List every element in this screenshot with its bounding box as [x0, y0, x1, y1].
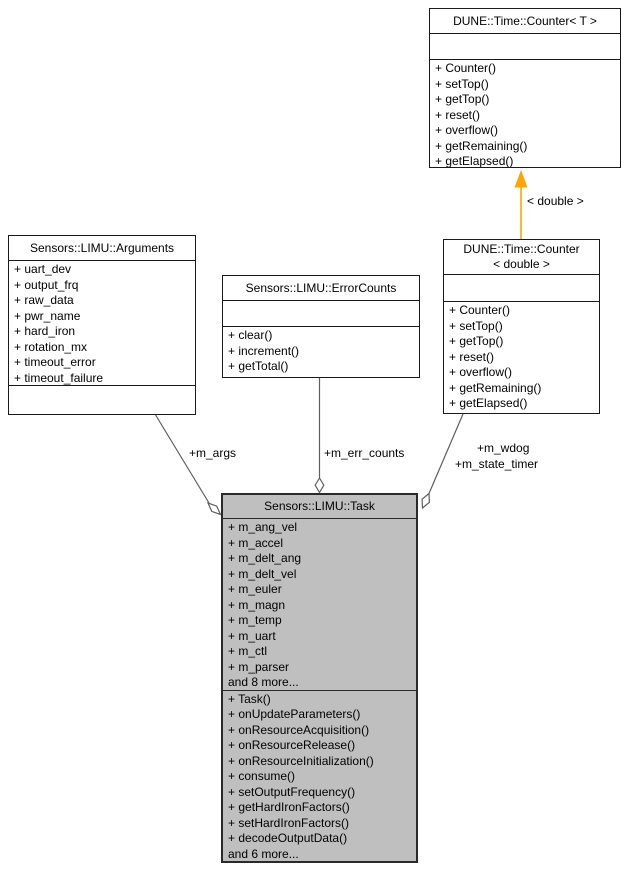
member-row: + onResourceAcquisition()	[228, 722, 370, 737]
member-row: + m_ang_vel	[228, 520, 298, 534]
methods-section: + Counter()+ setTop()+ getTop()+ reset()…	[444, 301, 599, 413]
member-row: + increment()	[228, 343, 300, 358]
methods-section: + Counter()+ setTop()+ getTop()+ reset()…	[430, 59, 620, 167]
member-row: + onResourceInitialization()	[228, 753, 374, 768]
member-row: + getTotal()	[228, 359, 289, 373]
member-row: + m_delt_ang	[228, 551, 302, 565]
member-row: + m_magn	[228, 597, 286, 612]
member-row: + m_delt_vel	[228, 566, 297, 581]
member-row: + hard_iron	[14, 324, 76, 338]
class-title: Sensors::LIMU::ErrorCounts	[245, 280, 397, 295]
member-row: + clear()	[228, 328, 273, 342]
aggregation-diamond-m-err-counts	[314, 476, 325, 494]
member-row: + decodeOutputData()	[228, 831, 348, 845]
member-row: + overflow()	[435, 123, 499, 137]
class-title: Sensors::LIMU::Task	[264, 499, 375, 513]
member-row: and 8 more...	[228, 675, 299, 689]
class-node-counter-double[interactable]: DUNE::Time::Counter < double > + Counter…	[443, 239, 600, 414]
member-row: + rotation_mx	[14, 339, 88, 354]
member-row: + getElapsed()	[449, 396, 528, 410]
member-row: + setTop()	[435, 76, 489, 91]
class-node-error-counts[interactable]: Sensors::LIMU::ErrorCounts + clear()+ in…	[222, 275, 420, 378]
member-row: + timeout_failure	[14, 370, 104, 385]
member-row: + onUpdateParameters()	[228, 707, 361, 721]
member-row: + uart_dev	[14, 262, 72, 276]
edge-m-wdog-m-state-timer	[428, 413, 464, 494]
class-title: DUNE::Time::Counter < double >	[444, 240, 599, 274]
class-node-counter-t[interactable]: DUNE::Time::Counter< T > + Counter()+ se…	[429, 8, 621, 168]
class-node-arguments[interactable]: Sensors::LIMU::Arguments + uart_dev+ out…	[8, 235, 196, 415]
member-row: + reset()	[435, 107, 481, 122]
aggregation-diamond-m-wdog	[421, 492, 431, 510]
methods-section: + clear()+ increment()+ getTotal()	[223, 326, 419, 377]
member-row: + Task()	[228, 691, 271, 706]
class-title-line2: < double >	[493, 257, 550, 271]
member-row: + m_uart	[228, 628, 276, 643]
member-row: + getRemaining()	[449, 380, 542, 395]
member-row: + consume()	[228, 769, 296, 783]
class-title: DUNE::Time::Counter< T >	[453, 13, 597, 28]
methods-section: + Task()+ onUpdateParameters()+ onResour…	[223, 689, 416, 862]
attributes-section	[223, 300, 419, 326]
member-row: + m_accel	[228, 535, 284, 550]
methods-section	[9, 385, 195, 414]
member-row: + getTop()	[435, 92, 490, 106]
member-row: + pwr_name	[14, 308, 81, 323]
edge-m-args	[154, 413, 210, 504]
attributes-section	[430, 33, 620, 59]
member-row: + setOutputFrequency()	[228, 784, 356, 799]
member-row: + Counter()	[435, 61, 497, 75]
attributes-section: + uart_dev+ output_frq+ raw_data+ pwr_na…	[9, 260, 195, 385]
member-row: + output_frq	[14, 277, 79, 292]
member-row: + reset()	[449, 349, 495, 364]
member-row: + m_temp	[228, 613, 282, 627]
attributes-section: + m_ang_vel+ m_accel+ m_delt_ang+ m_delt…	[223, 518, 416, 690]
class-title-line1: DUNE::Time::Counter	[463, 242, 580, 256]
attributes-section	[444, 274, 599, 301]
member-row: + setHardIronFactors()	[228, 815, 350, 830]
member-row: + overflow()	[449, 365, 513, 379]
member-row: and 6 more...	[228, 846, 299, 861]
member-row: + m_ctl	[228, 644, 268, 658]
edge-label-template-instantiation: < double >	[527, 194, 584, 208]
member-row: + m_euler	[228, 582, 282, 596]
edge-label-m-args: +m_args	[189, 446, 237, 460]
class-title: Sensors::LIMU::Arguments	[29, 240, 175, 255]
member-row: + setTop()	[449, 318, 503, 333]
member-row: + getTop()	[449, 334, 504, 348]
member-row: + timeout_error	[14, 355, 96, 369]
edge-label-m-state-timer: +m_state_timer	[455, 457, 539, 471]
class-node-task[interactable]: Sensors::LIMU::Task + m_ang_vel+ m_accel…	[221, 493, 418, 863]
member-row: + getElapsed()	[435, 154, 514, 167]
member-row: + getHardIronFactors()	[228, 800, 350, 814]
aggregation-diamond-m-args	[206, 501, 222, 516]
edge-label-m-err-counts: +m_err_counts	[324, 446, 405, 460]
member-row: + raw_data	[14, 293, 74, 307]
member-row: + m_parser	[228, 659, 290, 674]
member-row: + Counter()	[449, 303, 511, 317]
template-instantiation-arrow-head	[514, 170, 528, 188]
member-row: + onResourceRelease()	[228, 738, 356, 752]
edge-label-m-wdog: +m_wdog	[477, 441, 530, 455]
member-row: + getRemaining()	[435, 138, 528, 153]
